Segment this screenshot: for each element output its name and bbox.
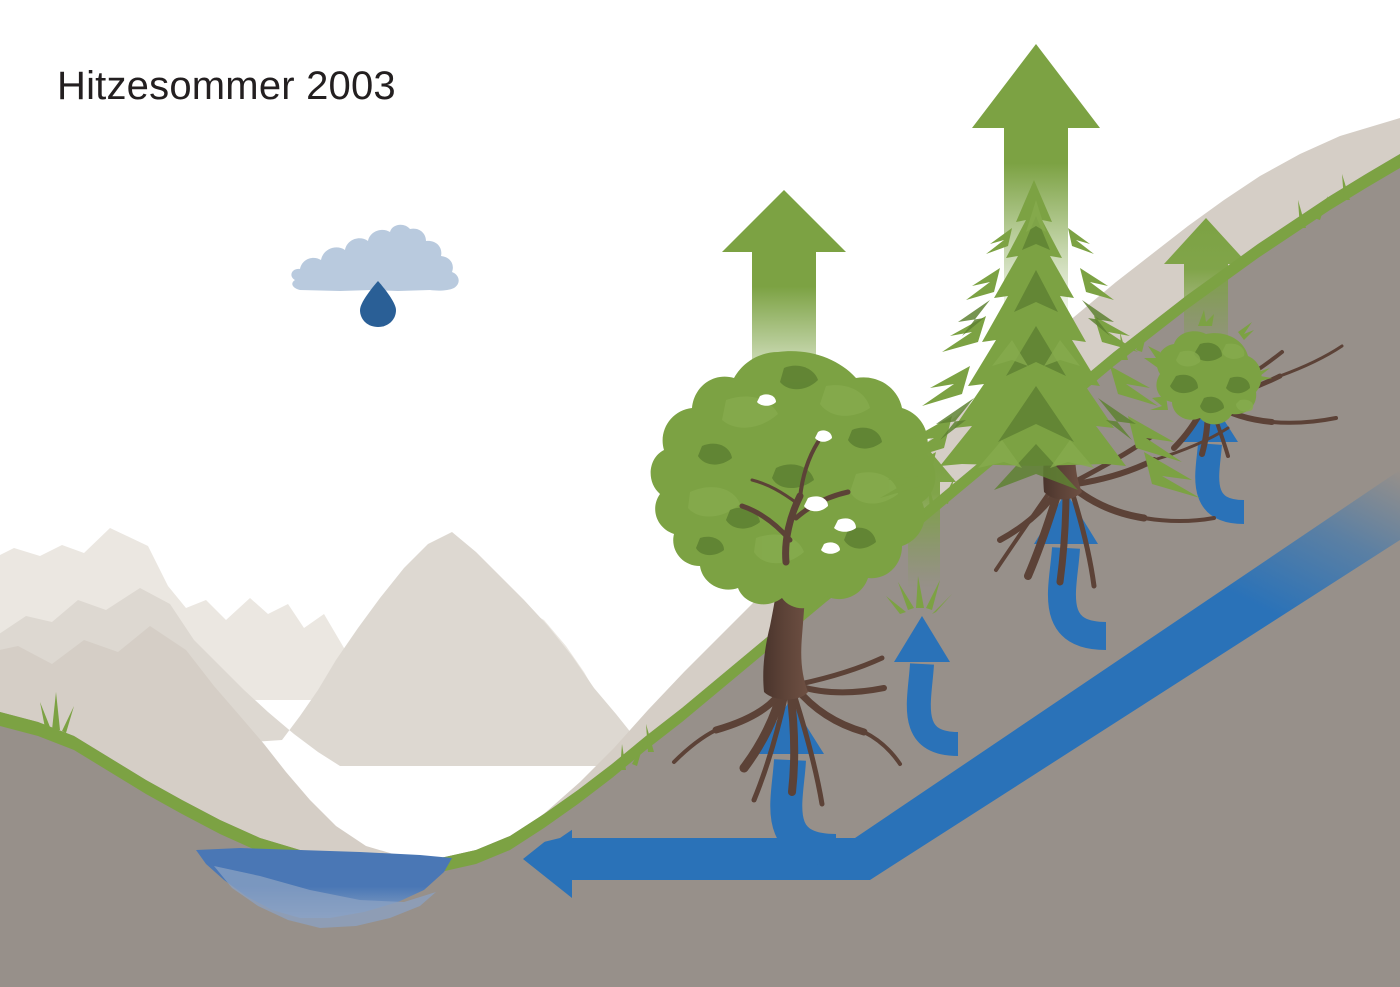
soil-body <box>0 154 1400 987</box>
conifer-tree <box>880 180 1230 589</box>
deciduous-tree-canopy <box>650 351 936 609</box>
uptake-arrowhead-grass <box>894 616 950 662</box>
evaporation-arrow-shrub <box>1164 218 1248 364</box>
shrub <box>1144 310 1344 458</box>
conifer-tree-crown <box>880 180 1200 498</box>
uptake-branch-grass <box>906 663 959 756</box>
cloud-icon <box>291 224 459 291</box>
shrub-crown <box>1144 310 1272 425</box>
deciduous-tree <box>650 351 936 807</box>
uptake-branch-deciduous <box>770 758 837 866</box>
groundwater-main-band <box>600 470 1400 880</box>
cloud-group <box>291 224 459 327</box>
valley-lake <box>196 848 452 928</box>
deciduous-tree-roots <box>672 655 902 807</box>
lake-deep-water <box>214 866 436 928</box>
page-title: Hitzesommer 2003 <box>57 64 396 108</box>
raindrop-icon <box>360 281 396 327</box>
uptake-branch-shrub <box>1195 442 1245 524</box>
groundwater-outlet-arrow <box>523 820 606 898</box>
grass-patch <box>886 576 952 614</box>
